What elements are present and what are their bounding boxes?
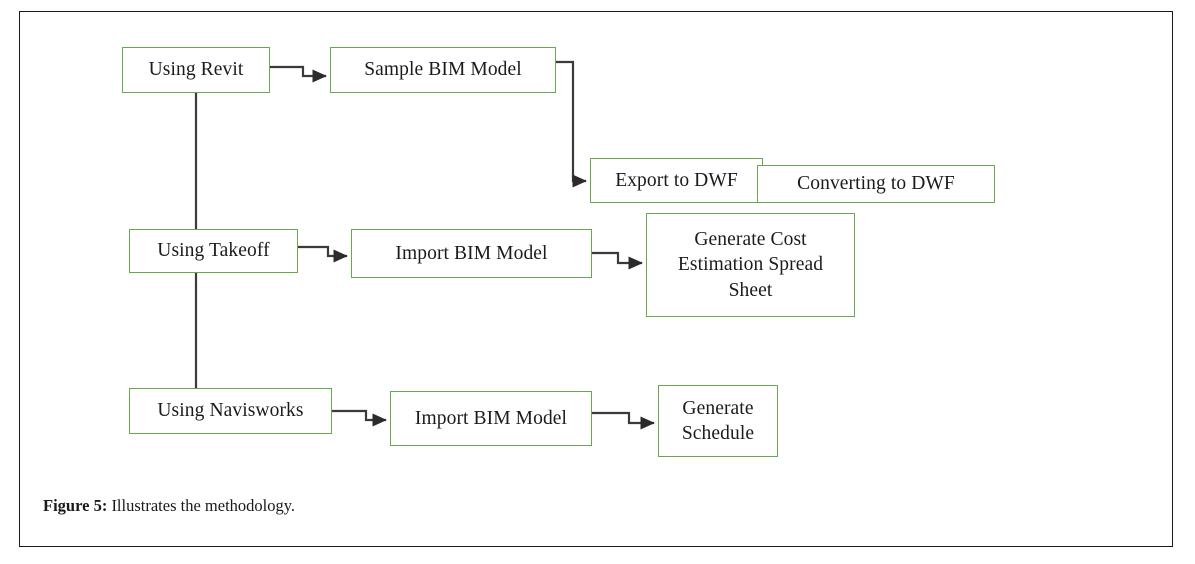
- node-generate-schedule-label: Generate Schedule: [681, 397, 755, 444]
- figure-caption-text: Illustrates the methodology.: [107, 496, 296, 515]
- node-import-bim-model-navisworks[interactable]: Import BIM Model: [390, 391, 592, 446]
- node-import-bim-model-navisworks-label: Import BIM Model: [414, 407, 568, 429]
- node-import-bim-model-takeoff-label: Import BIM Model: [395, 242, 548, 264]
- node-sample-bim-model[interactable]: Sample BIM Model: [330, 47, 556, 93]
- node-converting-to-dwf-label: Converting to DWF: [797, 173, 955, 195]
- node-generate-cost-estimation-spread-sheet[interactable]: Generate Cost Estimation Spread Sheet: [646, 213, 855, 317]
- node-sample-bim-model-label: Sample BIM Model: [364, 59, 522, 81]
- node-export-to-dwf[interactable]: Export to DWF: [590, 158, 763, 203]
- node-generate-cost-label: Generate Cost Estimation Spread Sheet: [677, 228, 824, 301]
- node-converting-to-dwf[interactable]: Converting to DWF: [757, 165, 995, 203]
- node-import-bim-model-takeoff[interactable]: Import BIM Model: [351, 229, 592, 278]
- figure-caption-label: Figure 5:: [43, 496, 108, 515]
- node-using-navisworks-label: Using Navisworks: [157, 400, 304, 422]
- node-using-takeoff-label: Using Takeoff: [157, 240, 270, 262]
- node-generate-schedule[interactable]: Generate Schedule: [658, 385, 778, 457]
- node-using-revit[interactable]: Using Revit: [122, 47, 270, 93]
- node-export-to-dwf-label: Export to DWF: [615, 169, 738, 191]
- figure-caption: Figure 5: Illustrates the methodology.: [43, 494, 943, 517]
- node-using-takeoff[interactable]: Using Takeoff: [129, 229, 298, 273]
- node-using-navisworks[interactable]: Using Navisworks: [129, 388, 332, 434]
- page-border: [19, 11, 1173, 547]
- node-using-revit-label: Using Revit: [148, 59, 244, 81]
